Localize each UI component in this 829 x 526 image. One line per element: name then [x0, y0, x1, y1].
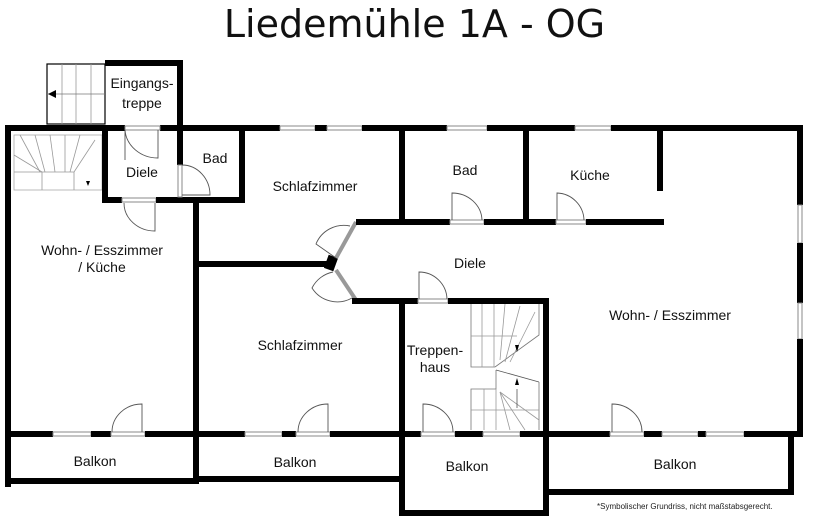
room-label-line: / Küche [78, 259, 126, 275]
room-label-diele-left: Diele [126, 164, 158, 180]
room-label-eingangstreppe: Eingangs- treppe [104, 73, 180, 113]
room-label-balkon-3: Balkon [445, 458, 489, 474]
room-label-line: Treppen- [406, 342, 464, 358]
room-label-line: haus [419, 359, 451, 375]
room-label-diele-mid: Diele [454, 255, 486, 271]
room-label-balkon-4: Balkon [653, 456, 697, 472]
room-label-wohn-right: Wohn- / Esszimmer [609, 307, 731, 323]
room-label-balkon-2: Balkon [273, 454, 317, 470]
room-label-schlafzimmer-top: Schlafzimmer [272, 178, 358, 194]
stairs-icon [13, 134, 103, 191]
room-label-treppenhaus: Treppen- haus [398, 342, 472, 376]
stairwell-stairs-icon [470, 303, 540, 431]
room-label-line: Eingangs- [110, 75, 174, 91]
room-label-kueche: Küche [570, 167, 610, 183]
plan-title: Liedemühle 1A - OG [223, 2, 606, 46]
room-label-schlafzimmer-bottom: Schlafzimmer [257, 337, 343, 353]
room-label-bad-left: Bad [202, 150, 228, 166]
room-label-line: treppe [122, 95, 162, 111]
room-label-wohn-left: Wohn- / Esszimmer / Küche [12, 242, 192, 276]
room-label-balkon-1: Balkon [73, 453, 117, 469]
entrance-stairs-icon [46, 63, 106, 125]
room-label-line: Wohn- / Esszimmer [41, 242, 163, 258]
footnote: *Symbolischer Grundriss, nicht maßstabsg… [597, 502, 773, 511]
room-label-bad-mid: Bad [452, 162, 478, 178]
